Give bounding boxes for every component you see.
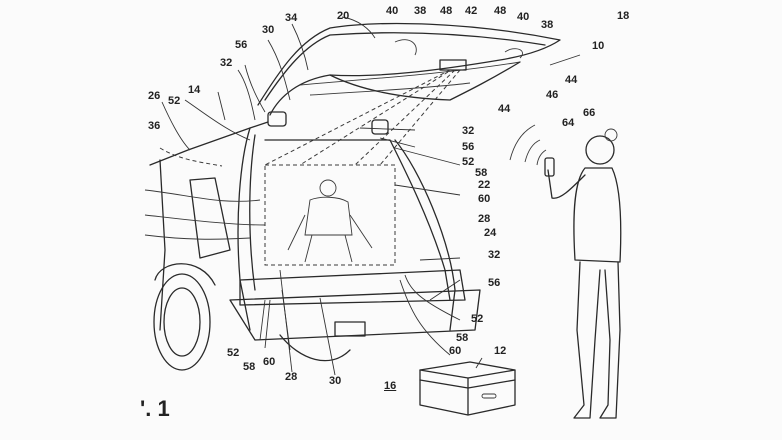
ref-56-top: 56 xyxy=(235,39,248,51)
ref-52-left: 52 xyxy=(168,95,181,107)
lamp-left xyxy=(267,111,287,127)
ref-56-lower: 56 xyxy=(488,277,501,289)
ref-52-bottom: 52 xyxy=(227,347,240,359)
liftgate xyxy=(257,22,561,116)
ref-32-right: 32 xyxy=(462,125,475,137)
ref-22: 22 xyxy=(478,179,491,191)
ref-40-left: 40 xyxy=(386,5,399,17)
lamp-right xyxy=(371,119,389,135)
ref-28-bottom: 28 xyxy=(285,371,298,383)
arrow-10 xyxy=(549,54,581,66)
package-box xyxy=(419,357,516,416)
wireless-signal-icon xyxy=(509,124,547,166)
ref-56-right: 56 xyxy=(462,141,475,153)
ref-60-bottom: 60 xyxy=(263,356,276,368)
projected-figure xyxy=(287,179,373,263)
ref-58-right: 58 xyxy=(475,167,488,179)
hitch xyxy=(334,321,366,337)
ref-40-right: 40 xyxy=(517,11,530,23)
ref-30-bottom: 30 xyxy=(329,375,342,387)
ref-28-right: 28 xyxy=(478,213,491,225)
ref-52-right: 52 xyxy=(462,156,475,168)
ref-38-right: 38 xyxy=(541,19,554,31)
arrow-36 xyxy=(159,147,223,167)
ref-30-top: 30 xyxy=(262,24,275,36)
ref-18: 18 xyxy=(617,10,630,22)
ref-46: 46 xyxy=(546,89,559,101)
projection-screen xyxy=(264,164,396,266)
ref-60-right: 60 xyxy=(478,193,491,205)
ref-16: 16 xyxy=(384,380,397,392)
figure-caption: '. 1 xyxy=(140,396,170,421)
ref-44-right: 44 xyxy=(565,74,578,86)
ref-66: 66 xyxy=(583,107,596,119)
ref-58-bottom: 58 xyxy=(243,361,256,373)
ref-48-left: 48 xyxy=(440,5,453,17)
ref-44-lower: 44 xyxy=(498,103,511,115)
ref-34: 34 xyxy=(285,12,298,24)
ref-42: 42 xyxy=(465,5,478,17)
phone xyxy=(544,157,555,177)
wheel xyxy=(153,263,216,371)
ref-58-lower-right: 58 xyxy=(456,332,469,344)
ref-12: 12 xyxy=(494,345,507,357)
ref-14: 14 xyxy=(188,84,201,96)
ref-36: 36 xyxy=(148,120,161,132)
leader-lines xyxy=(161,16,461,376)
ref-24: 24 xyxy=(484,227,497,239)
ref-48-right: 48 xyxy=(494,5,507,17)
ref-32-left: 32 xyxy=(220,57,233,69)
ref-26: 26 xyxy=(148,90,161,102)
vehicle-body xyxy=(144,121,481,362)
ref-64: 64 xyxy=(562,117,575,129)
person xyxy=(544,128,622,419)
ref-60-lower-right: 60 xyxy=(449,345,462,357)
projection-rays xyxy=(264,69,461,166)
ref-52-lower-right: 52 xyxy=(471,313,484,325)
ref-38-left: 38 xyxy=(414,5,427,17)
ref-32-lower: 32 xyxy=(488,249,501,261)
ref-10: 10 xyxy=(592,40,605,52)
ref-20: 20 xyxy=(337,10,350,22)
